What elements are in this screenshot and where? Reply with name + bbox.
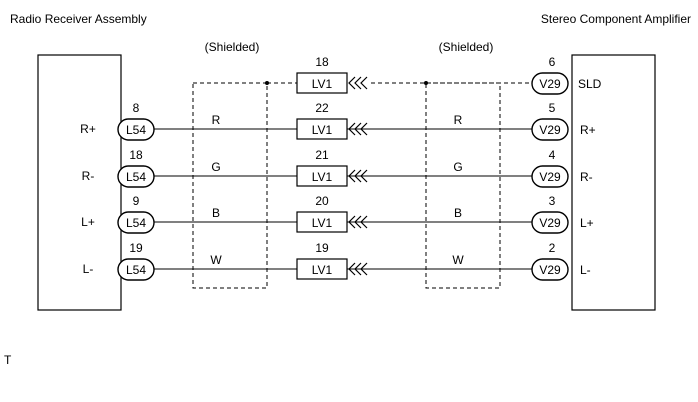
left-component-title: Radio Receiver Assembly xyxy=(10,12,147,26)
right-terminal-label: R+ xyxy=(580,123,596,137)
shield-drain-line: LV1 18 V29 6 SLD xyxy=(265,55,602,95)
shield-junction-left xyxy=(265,81,269,85)
left-connector-label: L54 xyxy=(126,216,146,230)
left-connector-label: L54 xyxy=(126,263,146,277)
inline-connector-label: LV1 xyxy=(312,77,333,91)
circuit-row: L+ L54 9 B LV1 20 B V29 3 L+ xyxy=(81,194,594,234)
left-terminal-label: L- xyxy=(83,262,94,276)
left-connector-pill xyxy=(117,258,155,281)
right-pin: 4 xyxy=(549,148,556,162)
inline-pin: 19 xyxy=(315,241,329,255)
inline-pin: 21 xyxy=(315,148,329,162)
left-connector-pill xyxy=(117,165,155,188)
left-connector-label: L54 xyxy=(126,170,146,184)
left-terminal-label: L+ xyxy=(81,215,95,229)
inline-connector xyxy=(296,258,348,280)
right-connector-pill xyxy=(531,165,569,188)
left-terminal-label: R- xyxy=(82,169,95,183)
circuit-row: R- L54 18 G LV1 21 G V29 4 R- xyxy=(82,148,593,188)
right-connector-label-shield: V29 xyxy=(539,77,561,91)
inline-connector-label: LV1 xyxy=(312,216,333,230)
right-pin-shield: 6 xyxy=(549,55,556,69)
inline-connector xyxy=(296,165,348,187)
inline-pin: 20 xyxy=(315,194,329,208)
left-connector-pill xyxy=(117,211,155,234)
right-connector-label: V29 xyxy=(539,216,561,230)
connector-chevron-icon xyxy=(348,122,368,136)
inline-connector xyxy=(296,118,348,140)
inline-pin: 22 xyxy=(315,101,329,115)
shield-junction-right xyxy=(424,81,428,85)
right-terminal-label-shield: SLD xyxy=(578,77,602,91)
connector-chevron-icon xyxy=(348,262,368,276)
inline-connector-label: LV1 xyxy=(312,123,333,137)
right-connector-pill xyxy=(531,258,569,281)
left-terminal-label: R+ xyxy=(80,122,96,136)
wire-color-left: R xyxy=(212,113,221,127)
wire-color-right: B xyxy=(454,206,462,220)
wire-color-left: B xyxy=(212,206,220,220)
left-pin: 8 xyxy=(133,101,140,115)
inline-pin-shield: 18 xyxy=(315,55,329,69)
circuit-row: L- L54 19 W LV1 19 W V29 2 L- xyxy=(83,241,591,281)
wire-color-right: R xyxy=(454,113,463,127)
connector-chevron-icon xyxy=(348,76,368,90)
wire-color-left: W xyxy=(210,253,222,267)
connector-chevron-icon xyxy=(348,169,368,183)
amplifier-box xyxy=(571,54,656,311)
left-pin: 9 xyxy=(133,194,140,208)
left-pin: 19 xyxy=(129,241,143,255)
right-terminal-label: L- xyxy=(580,263,591,277)
inline-connector-label: LV1 xyxy=(312,170,333,184)
radio-receiver-box xyxy=(37,54,122,311)
right-connector-pill xyxy=(531,118,569,141)
right-connector-label: V29 xyxy=(539,263,561,277)
wire-color-right: G xyxy=(453,160,462,174)
right-connector-pill-shield xyxy=(531,72,569,95)
right-connector-pill xyxy=(531,211,569,234)
circuit-row: R+ L54 8 R LV1 22 R V29 5 R+ xyxy=(80,101,596,141)
wire-color-left: G xyxy=(211,160,220,174)
inline-connector-label: LV1 xyxy=(312,263,333,277)
left-connector-label: L54 xyxy=(126,123,146,137)
shield-label-right: (Shielded) xyxy=(439,40,494,54)
left-pin: 18 xyxy=(129,148,143,162)
right-pin: 2 xyxy=(549,241,556,255)
right-connector-label: V29 xyxy=(539,123,561,137)
right-component-title: Stereo Component Amplifier xyxy=(541,12,691,26)
right-pin: 5 xyxy=(549,101,556,115)
wire-color-right: W xyxy=(452,253,464,267)
right-terminal-label: R- xyxy=(580,170,593,184)
shield-label-left: (Shielded) xyxy=(205,40,260,54)
shield-box-left xyxy=(192,82,268,289)
connector-chevron-icon xyxy=(348,215,368,229)
right-connector-label: V29 xyxy=(539,170,561,184)
right-pin: 3 xyxy=(549,194,556,208)
left-connector-pill xyxy=(117,118,155,141)
footnote-mark: T xyxy=(4,353,12,367)
right-terminal-label: L+ xyxy=(580,216,594,230)
inline-connector xyxy=(296,211,348,233)
inline-connector-shield xyxy=(296,72,348,94)
